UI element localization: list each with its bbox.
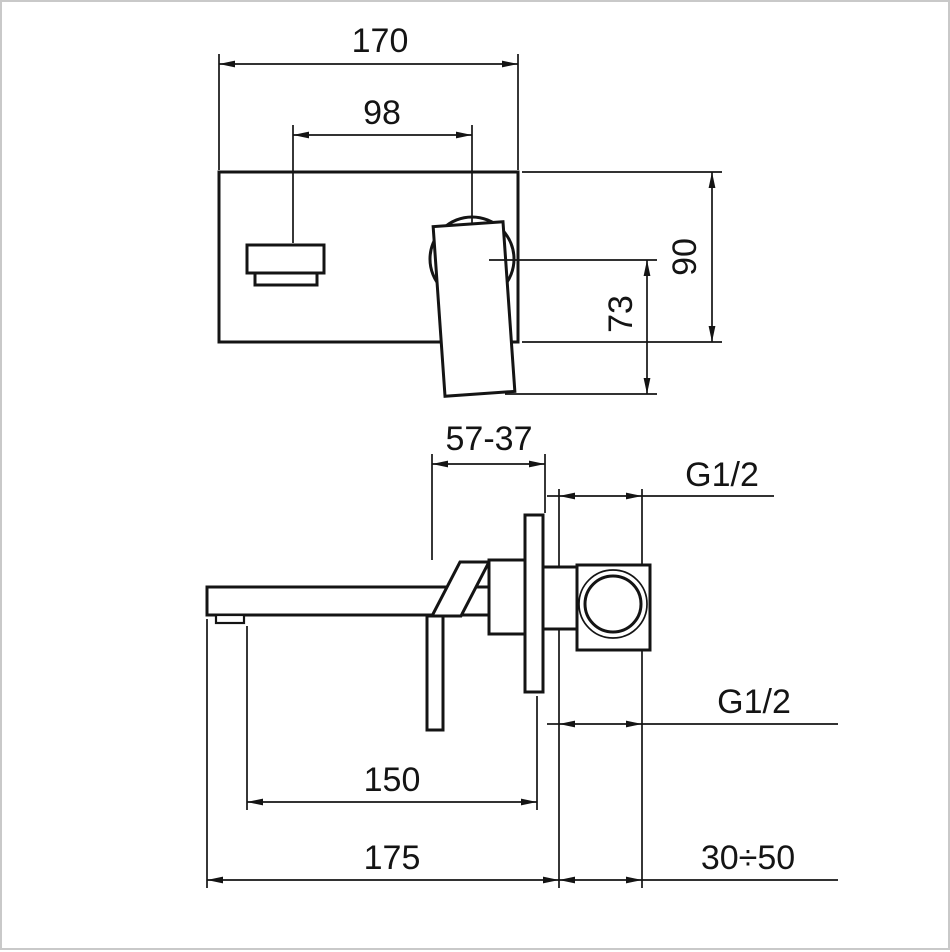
dim-handle-clearance: 57-37	[431, 420, 546, 560]
body-spacer	[541, 565, 579, 631]
handle-travel-dim-label: 57-37	[446, 420, 533, 458]
inlet-port-boss	[578, 569, 648, 639]
dim-inlet-bottom: G1/2	[547, 683, 838, 728]
dim-plate-width: 170	[219, 22, 518, 68]
wall-depth-range-dim-label: 30÷50	[701, 839, 795, 877]
dim-handle-drop: 73	[489, 259, 657, 395]
dim-plate-height: 90	[522, 171, 722, 343]
handle-drop-dim-label: 73	[602, 295, 640, 333]
bottom-inlet-thread-label: G1/2	[717, 683, 791, 721]
inlet-port-circle	[583, 574, 643, 634]
front-view: 170 98 90 73	[217, 22, 722, 398]
spout-outlet	[245, 243, 326, 287]
spout-to-wall-dim-label: 150	[364, 761, 421, 799]
top-inlet-thread-label: G1/2	[685, 456, 759, 494]
handle-lever-side	[425, 614, 445, 732]
handle-lever-front	[431, 220, 517, 398]
plate-width-dim-label: 170	[352, 22, 409, 60]
spout-handle-distance-dim-label: 98	[363, 94, 401, 132]
plate-height-dim-label: 90	[666, 238, 704, 276]
spout-outlet-body	[245, 243, 326, 275]
wall-flange	[523, 513, 545, 694]
dim-spout-to-wall: 150	[246, 626, 538, 810]
aerator	[214, 613, 246, 625]
trim-plate	[217, 170, 520, 344]
dim-wall-depth-range: 30÷50	[559, 839, 838, 884]
spout-outlet-lip	[253, 271, 319, 287]
side-view: 57-37 G1/2 G1/2 150 175	[205, 420, 838, 888]
dim-overall-reach: 175	[206, 619, 559, 888]
cartridge-housing	[487, 558, 527, 636]
overall-reach-dim-label: 175	[364, 839, 421, 877]
dim-inlet-top: G1/2	[547, 456, 774, 500]
dim-spout-to-handle: 98	[293, 94, 472, 139]
